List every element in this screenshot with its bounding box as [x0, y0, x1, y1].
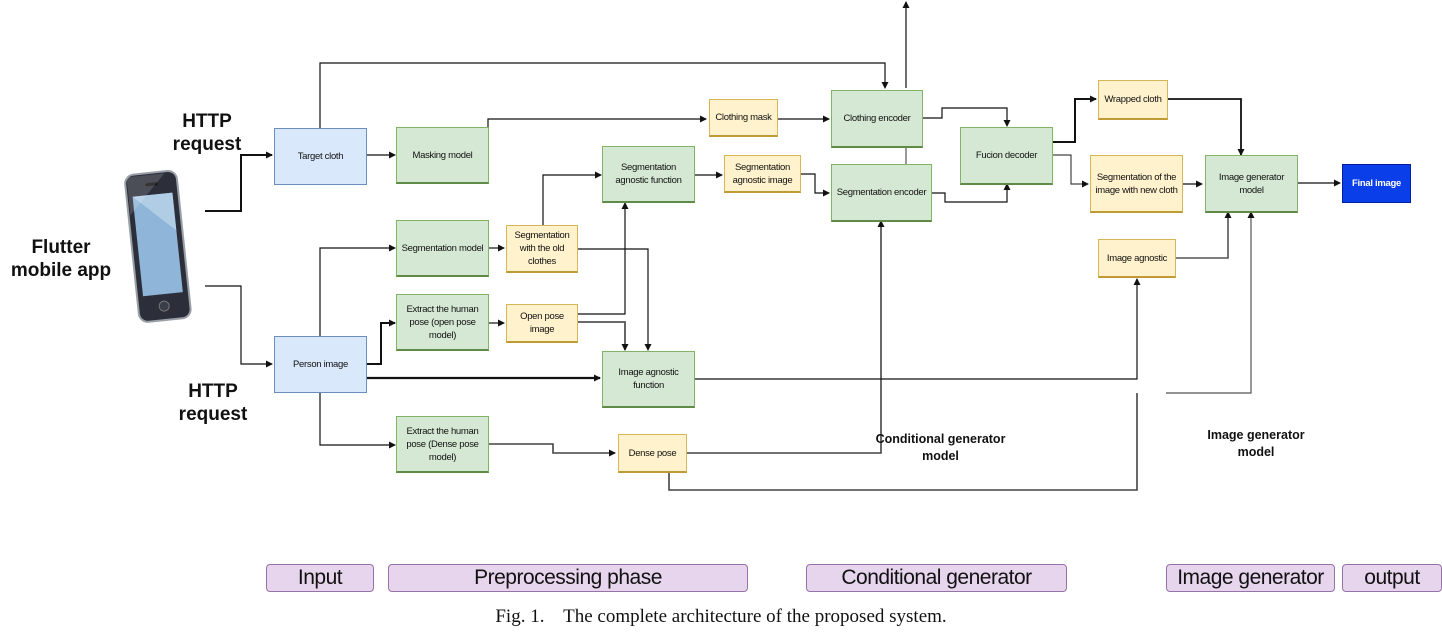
node-image-generator-model: Image generator model: [1205, 155, 1298, 213]
node-masking-model: Masking model: [396, 127, 489, 184]
edge-clothenc-fusion: [922, 107, 1011, 127]
node-extract-dense-pose: Extract the human pose (Dense pose model…: [396, 416, 489, 473]
node-segmentation-model: Segmentation model: [396, 220, 489, 277]
http-request-bottom-label: HTTP request: [178, 381, 248, 425]
node-open-pose-image: Open pose image: [506, 304, 578, 343]
edge-target-clothenc: [319, 62, 889, 128]
edge-phone-target: [205, 151, 273, 212]
node-segmentation-encoder: Segmentation encoder: [831, 164, 932, 222]
node-clothing-encoder: Clothing encoder: [831, 90, 923, 148]
edge-fusion-segnew: [1052, 154, 1089, 188]
node-dense-pose: Dense pose: [618, 434, 687, 473]
node-segmentation-agnostic-image: Segmentation agnostic image: [724, 155, 801, 193]
edge-wrapped-imggen: [1167, 98, 1245, 156]
edge-segold-segfn: [542, 171, 602, 228]
edge-person-dense: [319, 392, 396, 449]
node-extract-open-pose: Extract the human pose (open pose model): [396, 294, 489, 351]
smartphone-icon: [124, 170, 192, 323]
edge-imgagn-imggen: [1175, 211, 1232, 259]
edge-imgfn-imgagn: [694, 278, 1141, 380]
node-clothing-mask: Clothing mask: [709, 99, 778, 137]
node-final-image: Final image: [1342, 164, 1411, 203]
node-wrapped-cloth: Wrapped cloth: [1098, 80, 1168, 120]
node-segmentation-agnostic-function: Segmentation agnostic function: [602, 146, 695, 203]
node-person-image: Person image: [274, 336, 367, 393]
edge-dense-segenc: [686, 220, 885, 454]
phase-preprocessing: Preprocessing phase: [388, 564, 748, 592]
phase-image-generator: Image generator: [1166, 564, 1335, 592]
edge-dense-imggen: [668, 393, 1138, 491]
conditional-generator-model-label: Conditional generator model: [875, 432, 1006, 463]
edge-openimg-imgfn: [577, 321, 629, 351]
phase-conditional-generator: Conditional generator: [806, 564, 1067, 592]
edge-segold-imgfn: [577, 248, 652, 351]
node-fusion-decoder: Fucion decoder: [960, 127, 1053, 185]
edge-segimg-segenc: [800, 173, 830, 197]
image-generator-model-label: Image generator model: [1207, 428, 1305, 459]
node-segmentation-old-clothes: Segmentation with the old clothes: [506, 225, 578, 273]
node-image-agnostic-function: Image agnostic function: [602, 351, 695, 408]
phase-output: output: [1342, 564, 1442, 592]
flutter-app-label: Flutter mobile app: [10, 237, 112, 281]
node-image-agnostic: Image agnostic: [1098, 239, 1176, 278]
edge-masking-mask: [487, 115, 707, 128]
edge-segenc-fusion: [932, 183, 1011, 203]
node-target-cloth: Target cloth: [274, 128, 367, 185]
edge-phone-person: [205, 285, 273, 368]
edge-imggen-bottom: [1166, 211, 1255, 394]
node-segmentation-new-cloth: Segmentation of the image with new cloth: [1090, 155, 1183, 213]
edge-fusion-wrapped: [1052, 95, 1097, 143]
edge-person-segmodel: [319, 244, 396, 337]
edge-openimg-segfn: [577, 202, 629, 315]
http-request-top-label: HTTP request: [172, 111, 242, 155]
edge-denseextract-dense: [488, 443, 616, 457]
edge-person-openpose: [367, 319, 396, 365]
phase-input: Input: [266, 564, 374, 592]
figure-caption: Fig. 1. The complete architecture of the…: [495, 606, 947, 627]
